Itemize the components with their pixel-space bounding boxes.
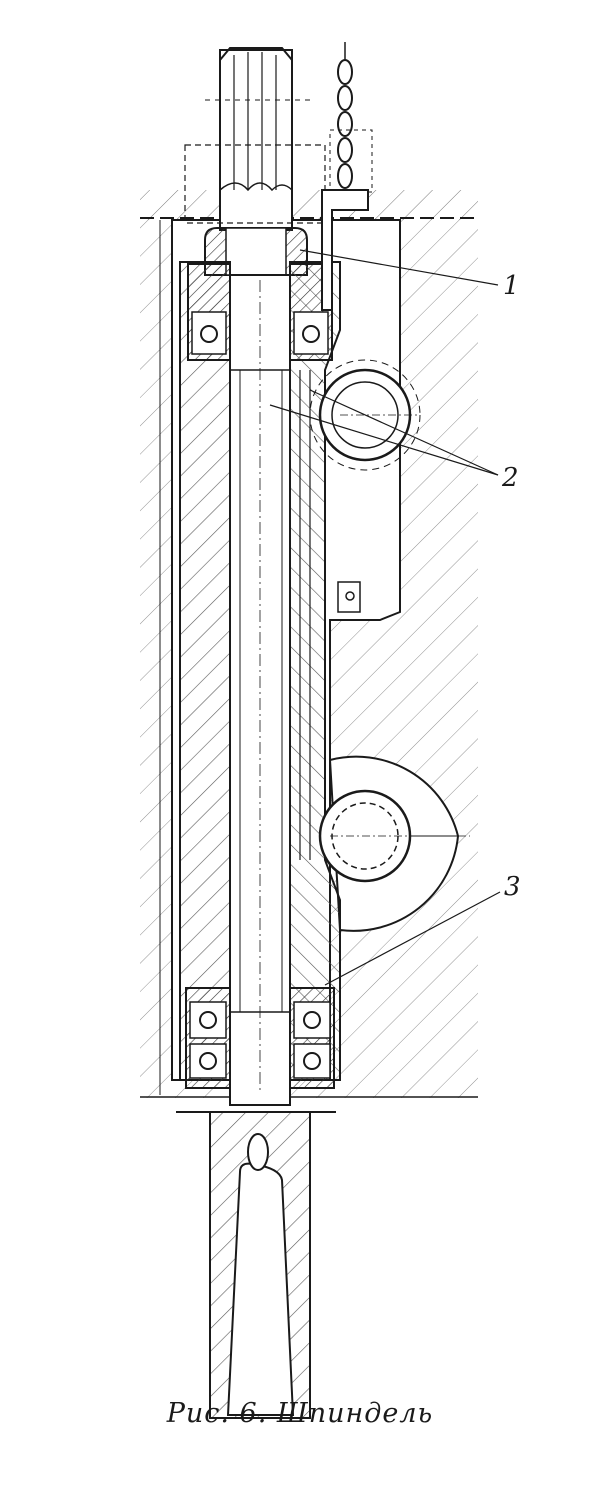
lower-pinion-gear xyxy=(318,789,470,883)
callout-label-2: 2 xyxy=(501,463,519,493)
splined-shaft-top xyxy=(184,47,326,231)
side-bracket xyxy=(337,581,361,613)
counterweight-chain xyxy=(321,42,373,311)
lower-bearing xyxy=(176,987,336,1113)
spindle-shaft xyxy=(229,274,291,1106)
callout-label-1: 1 xyxy=(503,271,520,301)
figure-caption: Рис. 6. Шпиндель xyxy=(166,1398,434,1429)
leader-lines xyxy=(269,249,501,986)
callout-label-3: 3 xyxy=(504,872,521,902)
spindle-sleeve xyxy=(179,261,341,1081)
tool-holder xyxy=(209,1111,311,1419)
top-nut xyxy=(204,227,308,276)
